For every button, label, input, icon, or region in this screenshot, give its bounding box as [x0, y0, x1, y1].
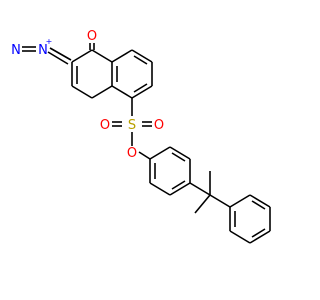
sulfonate-bonds: [112, 121, 152, 160]
atom-s: S: [128, 118, 136, 133]
atom-o-ketone: O: [87, 29, 97, 44]
atom-o-ester: O: [127, 146, 137, 161]
atom-o-sulfonyl-right: O: [154, 118, 164, 133]
atom-n-terminal: N: [11, 43, 21, 58]
ring-bonds-naphthoquinone: [22, 43, 153, 116]
atom-n-inner: N: [38, 43, 48, 58]
cumyl-bonds: [189, 171, 271, 244]
molecule-diagram: O N + N S O O O: [11, 29, 271, 244]
atom-o-sulfonyl-left: O: [100, 118, 110, 133]
ring-bonds-phenol: [149, 146, 191, 196]
atom-n-inner-charge: +: [46, 37, 53, 46]
